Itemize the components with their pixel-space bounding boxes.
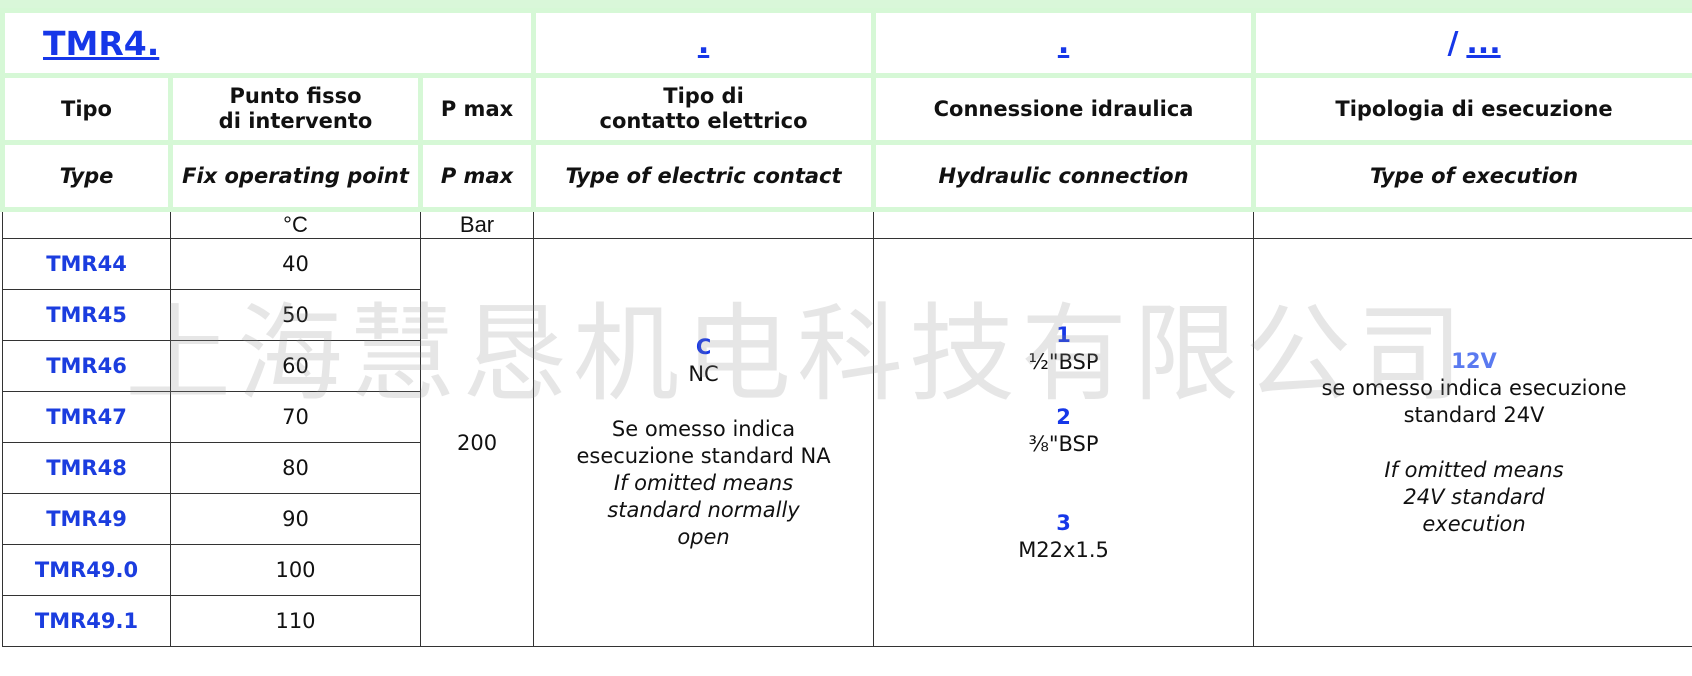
contact-code: C (695, 335, 712, 359)
slash-text: / (1447, 25, 1459, 61)
english-header-row: Type Fix operating point P max Type of e… (0, 140, 1692, 212)
contact-dot-link[interactable]: . (697, 25, 710, 61)
code-cell: TMR4. (0, 8, 537, 78)
type-cell: TMR49.1 (2, 595, 171, 647)
connection-label-3: M22x1.5 (1018, 537, 1109, 562)
table-row: TMR45 50 (2, 289, 1692, 341)
units-cell-empty (2, 209, 171, 239)
type-cell: TMR47 (2, 391, 171, 443)
units-cell-empty (1253, 209, 1692, 239)
contact-note-it: Se omesso indica esecuzione standard NA (576, 417, 831, 468)
execution-ellipsis-link[interactable]: ... (1466, 25, 1501, 61)
units-row: °C Bar (2, 209, 1692, 239)
contact-code-cell: . (531, 8, 877, 78)
col-header-contact-type: Type of electric contact (531, 140, 877, 212)
connection-cell: 1 ½"BSP 2 ⅜"BSP 3 M22x1.5 (873, 238, 1255, 647)
units-cell-empty (873, 209, 1255, 239)
connection-label-1: ½"BSP (1028, 349, 1099, 374)
table-row: TMR49.0 100 (2, 544, 1692, 596)
contact-code-label: NC (688, 362, 719, 386)
pmax-cell: 200 (419, 238, 535, 647)
type-cell: TMR44 (2, 238, 171, 290)
point-cell: 50 (170, 289, 421, 341)
point-cell: 80 (170, 442, 421, 494)
contact-cell: C NC Se omesso indica esecuzione standar… (533, 238, 875, 647)
execution-cell: 12V se omesso indica esecuzione standard… (1253, 238, 1692, 647)
col-header-pmax-en: P max (417, 140, 537, 212)
type-cell: TMR49 (2, 493, 171, 545)
point-cell: 100 (170, 544, 421, 596)
col-header-hydraulic: Hydraulic connection (871, 140, 1257, 212)
col-header-execution: Type of execution (1251, 140, 1692, 212)
punto-line2: di intervento (218, 109, 373, 133)
col-header-connessione: Connessione idraulica (871, 73, 1257, 145)
top-border-strip (0, 0, 1692, 8)
code-row: TMR4. . . /... (0, 8, 1692, 78)
connection-code-1: 1 (1056, 322, 1071, 347)
units-cell-empty (533, 209, 875, 239)
col-header-tipo: Tipo (0, 73, 173, 145)
type-cell: TMR48 (2, 442, 171, 494)
type-cell: TMR45 (2, 289, 171, 341)
punto-line1: Punto fisso (229, 84, 362, 108)
table-row: TMR49 90 (2, 493, 1692, 545)
col-header-tipologia: Tipologia di esecuzione (1251, 73, 1692, 145)
point-cell: 60 (170, 340, 421, 392)
point-cell: 40 (170, 238, 421, 290)
execution-note-it: se omesso indica esecuzione standard 24V (1321, 375, 1627, 427)
point-cell: 70 (170, 391, 421, 443)
col-header-pmax: P max (417, 73, 537, 145)
execution-code-cell: /... (1251, 8, 1692, 78)
contact-note-en: If omitted means standard normally open (607, 471, 800, 549)
table-row: TMR44 40 200 C NC Se omesso indica esecu… (2, 238, 1692, 647)
units-temperature: °C (170, 209, 421, 239)
type-cell: TMR49.0 (2, 544, 171, 596)
type-cell: TMR46 (2, 340, 171, 392)
code-link[interactable]: TMR4. (43, 23, 160, 63)
connection-code-2: 2 (1056, 404, 1071, 429)
point-cell: 110 (170, 595, 421, 647)
connection-code-3: 3 (1056, 510, 1071, 535)
units-pressure: Bar (419, 209, 535, 239)
connection-dot-link[interactable]: . (1057, 25, 1070, 61)
contatto-line1: Tipo di (663, 84, 744, 108)
contatto-line2: contatto elettrico (599, 109, 808, 133)
table-row: TMR47 70 (2, 391, 1692, 443)
connection-label-2: ⅜"BSP (1028, 431, 1099, 456)
col-header-type: Type (0, 140, 173, 212)
table-row: TMR49.1 110 (2, 595, 1692, 647)
point-cell: 90 (170, 493, 421, 545)
connection-code-cell: . (871, 8, 1257, 78)
col-header-fix-point: Fix operating point (168, 140, 423, 212)
execution-code: 12V (1451, 348, 1497, 373)
execution-note-en: If omitted means 24V standard execution (1384, 457, 1564, 536)
